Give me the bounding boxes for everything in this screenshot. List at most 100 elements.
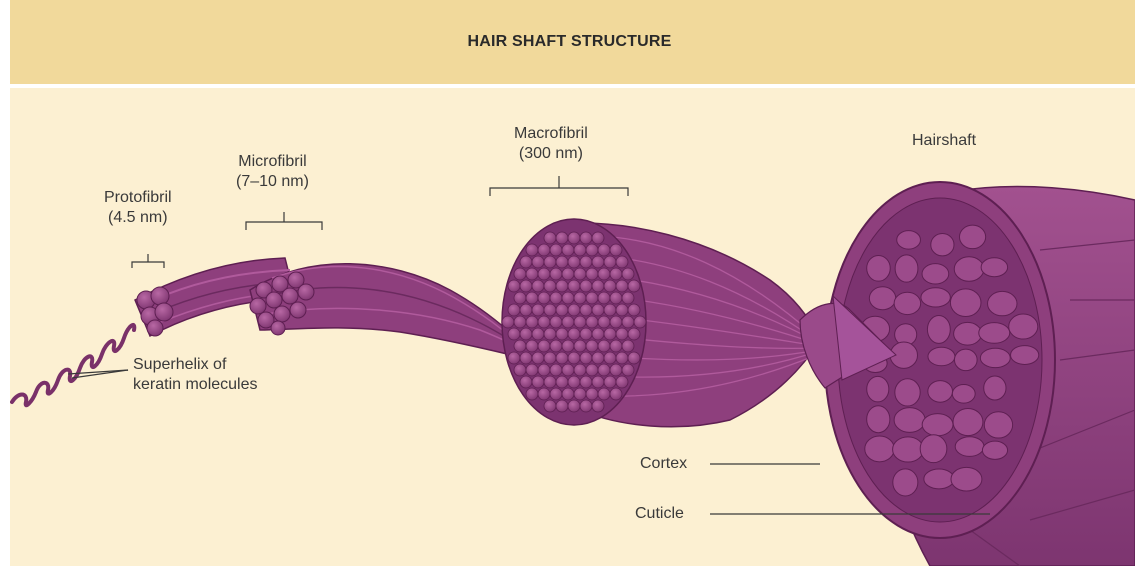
macrofibril-dot — [580, 400, 592, 412]
macrofibril-dot — [544, 304, 556, 316]
macrofibril-dot — [592, 304, 604, 316]
hair-structure-illustration — [10, 0, 1135, 566]
macrofibril-dot — [556, 256, 568, 268]
microfibril-bundle — [250, 264, 540, 362]
macrofibril-dot — [586, 340, 598, 352]
macrofibril-dot — [520, 352, 532, 364]
macrofibril-dot — [550, 388, 562, 400]
macrofibril-dot — [508, 280, 520, 292]
macrofibril-dot — [514, 316, 526, 328]
macrofibril-dot — [586, 292, 598, 304]
cortex-cell — [951, 467, 982, 491]
macrofibril-dot — [526, 364, 538, 376]
macrofibril-dot — [544, 328, 556, 340]
macrofibril-dot — [556, 376, 568, 388]
macrofibril-dot — [592, 352, 604, 364]
macrofibril-dot — [538, 268, 550, 280]
macrofibril-dot — [568, 376, 580, 388]
macrofibril-dot — [568, 232, 580, 244]
macrofibril-dot — [568, 400, 580, 412]
macrofibril-dot — [556, 400, 568, 412]
macrofibril-dot — [568, 352, 580, 364]
cortex-cell — [981, 258, 1008, 277]
macrofibril-dot — [628, 352, 640, 364]
macrofibril-dot — [586, 244, 598, 256]
macrofibril-dot — [520, 256, 532, 268]
macrofibril-dot — [616, 304, 628, 316]
cortex-cell — [980, 348, 1010, 367]
macrofibril-dot — [544, 376, 556, 388]
cortex-cell — [927, 315, 950, 343]
macrofibril-dot — [568, 256, 580, 268]
superhelix-label: Superhelix of keratin molecules — [133, 355, 258, 395]
cuticle-label: Cuticle — [635, 504, 684, 524]
macrofibril-name: Macrofibril — [514, 124, 588, 144]
macrofibril-dot — [562, 388, 574, 400]
macrofibril-dot — [520, 280, 532, 292]
cortex-cell — [893, 469, 918, 496]
macrofibril-dot — [538, 364, 550, 376]
superhelix-line-2: keratin molecules — [133, 375, 258, 395]
macrofibril-dot — [574, 316, 586, 328]
cortex-label: Cortex — [640, 454, 687, 474]
macrofibril-dot — [622, 340, 634, 352]
macrofibril-dot — [532, 280, 544, 292]
cortex-cell — [922, 264, 949, 284]
macrofibril-dot — [538, 340, 550, 352]
cortex-cell — [953, 408, 983, 435]
macrofibril-dot — [532, 256, 544, 268]
microfibril-name: Microfibril — [236, 152, 309, 172]
macrofibril-dot — [562, 364, 574, 376]
protofibril-name: Protofibril — [104, 188, 172, 208]
macrofibril-dot — [580, 256, 592, 268]
macrofibril-dot — [526, 316, 538, 328]
macrofibril-dot — [514, 364, 526, 376]
macrofibril-dot — [586, 388, 598, 400]
cortex-cell — [959, 225, 985, 249]
macrofibril-bundle — [502, 219, 820, 427]
macrofibril-dot — [550, 292, 562, 304]
macrofibril-dot — [586, 364, 598, 376]
macrofibril-dot — [544, 280, 556, 292]
macrofibril-dot — [580, 352, 592, 364]
cortex-cell — [869, 287, 895, 310]
macrofibril-dot — [604, 352, 616, 364]
macrofibril-dot — [568, 280, 580, 292]
cortex-cell — [895, 379, 920, 406]
macrofibril-dot — [586, 268, 598, 280]
macrofibril-dot — [592, 256, 604, 268]
diagram-frame: HAIR SHAFT STRUCTURE — [10, 0, 1135, 566]
protofibril-size: (4.5 nm) — [104, 208, 172, 228]
cortex-cell — [984, 412, 1012, 438]
macrofibril-dot — [550, 364, 562, 376]
cortex-cell — [867, 376, 889, 402]
macrofibril-dot — [574, 364, 586, 376]
macrofibril-dot — [580, 232, 592, 244]
macrofibril-dot — [520, 328, 532, 340]
macrofibril-dot — [604, 304, 616, 316]
macrofibril-dot — [580, 376, 592, 388]
macrofibril-dot — [580, 304, 592, 316]
macrofibril-dot — [592, 232, 604, 244]
cortex-cell — [952, 384, 975, 403]
cortex-cell — [928, 381, 953, 403]
macrofibril-dot — [508, 328, 520, 340]
microfibril-size: (7–10 nm) — [236, 172, 309, 192]
macrofibril-dot — [538, 292, 550, 304]
macrofibril-dot — [526, 340, 538, 352]
cortex-cell — [982, 441, 1007, 459]
cortex-cell — [897, 231, 921, 250]
macrofibril-dot — [532, 376, 544, 388]
macrofibril-dot — [610, 244, 622, 256]
macrofibril-dot — [592, 400, 604, 412]
macrofibril-dot — [520, 376, 532, 388]
cortex-cell — [921, 288, 950, 307]
cortex-cell — [979, 323, 1010, 344]
macrofibril-dot — [562, 268, 574, 280]
cortex-cell — [928, 347, 955, 366]
macrofibril-dot — [634, 316, 646, 328]
macrofibril-dot — [598, 340, 610, 352]
macrofibril-dot — [562, 340, 574, 352]
cortex-cell — [895, 255, 918, 282]
macrofibril-end-dots — [502, 232, 646, 412]
